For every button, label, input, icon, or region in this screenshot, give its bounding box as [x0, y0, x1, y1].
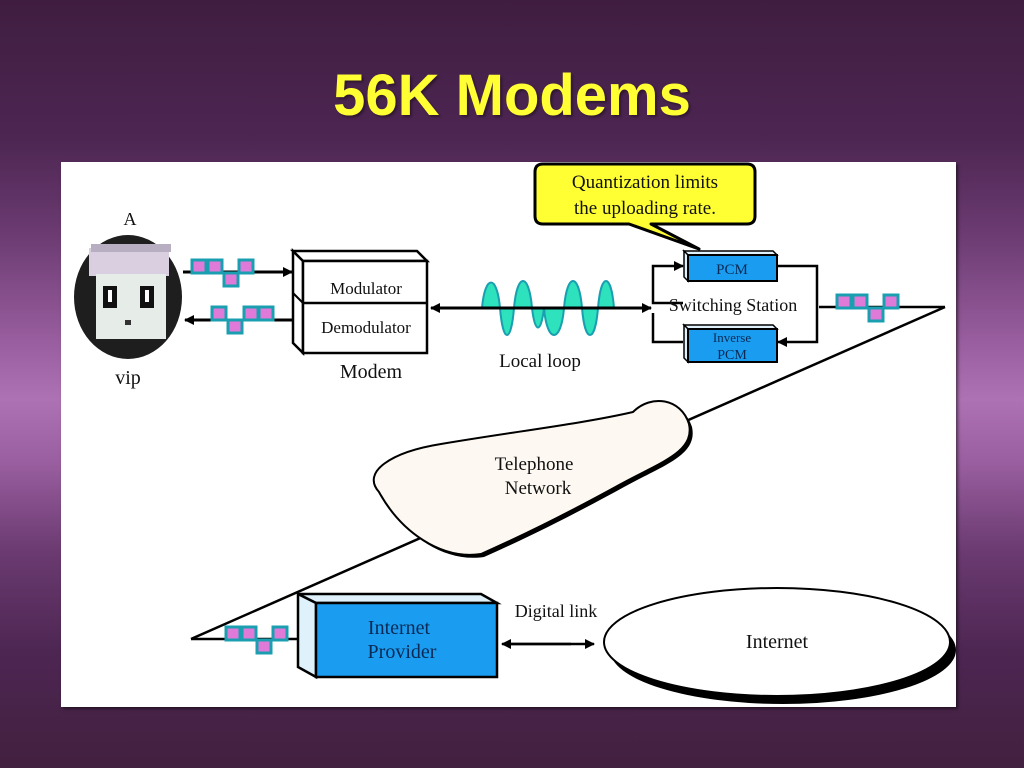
pcm-box [682, 249, 779, 283]
internet-cloud [603, 587, 956, 704]
local-loop-label: Local loop [499, 351, 581, 372]
modem-label: Modem [340, 361, 403, 383]
digital-link-label: Digital link [515, 601, 598, 621]
user-label-bottom: vip [115, 367, 141, 389]
internet-label: Internet [746, 631, 809, 653]
inverse-pcm-label-line2: PCM [717, 348, 747, 363]
pcm-label: PCM [716, 262, 748, 278]
internet-provider-box [296, 591, 502, 680]
slide-title: 56K Modems [333, 63, 691, 128]
inverse-pcm-box [682, 323, 779, 364]
diagram-panel: A vip Modulator Demodulator Modem Local … [61, 162, 956, 707]
pcm-input-line [651, 261, 684, 305]
telephone-network-label-line2: Network [505, 478, 572, 499]
switching-station-label: Switching Station [669, 295, 798, 315]
callout-bubble [533, 162, 757, 251]
user-avatar-icon [74, 235, 182, 359]
telephone-network-label-line1: Telephone [495, 454, 574, 475]
bit-pattern-download [210, 305, 275, 335]
demodulator-label: Demodulator [321, 318, 411, 337]
bit-pattern-provider [224, 625, 289, 655]
modem-box [289, 247, 431, 357]
bit-pattern-trunk [835, 293, 900, 323]
diagram-canvas: A vip Modulator Demodulator Modem Local … [74, 162, 956, 704]
telephone-network-cloud [372, 399, 693, 558]
inverse-pcm-label-line1: Inverse [713, 330, 751, 345]
callout-line2: the uploading rate. [574, 198, 716, 219]
callout-line1: Quantization limits [572, 172, 718, 193]
inverse-pcm-output-line [651, 313, 683, 344]
station-loop-line [776, 264, 819, 347]
internet-provider-label-line2: Provider [368, 641, 437, 663]
user-label-top: A [124, 209, 137, 229]
internet-provider-label-line1: Internet [368, 617, 431, 639]
modulator-label: Modulator [330, 279, 402, 298]
bit-pattern-upload [190, 258, 255, 288]
